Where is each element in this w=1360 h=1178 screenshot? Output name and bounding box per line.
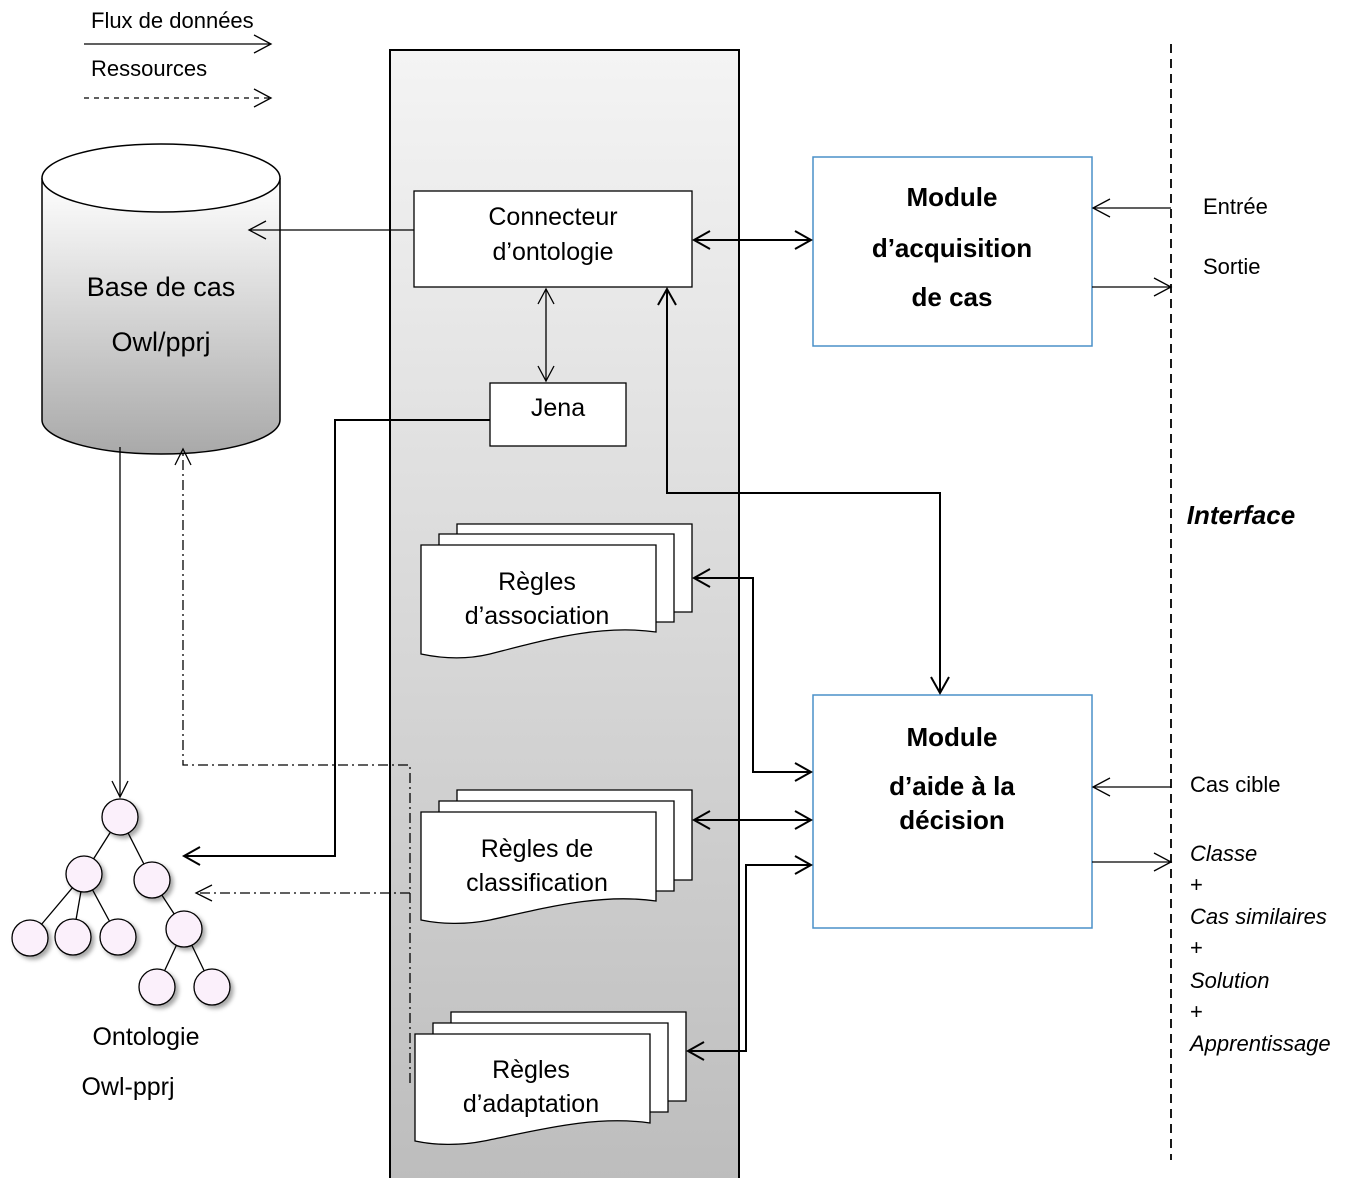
ontology-label-line2: Owl-pprj — [81, 1073, 174, 1101]
arrow-connector-jena — [537, 287, 555, 383]
arrow-association-decision — [691, 568, 814, 782]
legend-data-flow-label: Flux de données — [91, 8, 254, 33]
result-learning: Apprentissage — [1188, 1031, 1331, 1056]
tree-node — [99, 918, 137, 956]
arrow-input-to-acquisition — [1091, 198, 1171, 218]
legend-solid-arrow — [84, 34, 273, 54]
arrow-adaptation-decision — [685, 855, 814, 1061]
database-label-line1: Base de cas — [87, 272, 236, 302]
arrow-classification-decision — [691, 810, 814, 830]
decision-module-line1: Module — [907, 722, 998, 752]
decision-module-line2: d’aide à la — [889, 771, 1015, 801]
jena-box: Jena — [489, 382, 627, 447]
arrow-jena-to-ontology — [181, 419, 490, 866]
association-rules-line2: d’association — [465, 602, 610, 630]
output-label: Sortie — [1203, 254, 1260, 279]
database-label-line2: Owl/pprj — [111, 327, 210, 357]
result-similar-cases: Cas similaires — [1190, 904, 1327, 929]
input-label: Entrée — [1203, 194, 1268, 219]
adaptation-rules-document: Règles d’adaptation — [414, 1011, 687, 1146]
arrow-connector-acquisition — [691, 230, 814, 250]
association-rules-line1: Règles — [498, 568, 576, 596]
connector-label-line2: d’ontologie — [493, 238, 614, 266]
result-plus-3: + — [1190, 999, 1203, 1024]
adaptation-rules-line2: d’adaptation — [463, 1090, 599, 1118]
decision-results-list: Classe + Cas similaires + Solution + App… — [1188, 841, 1331, 1056]
result-plus-1: + — [1190, 872, 1203, 897]
tree-node — [65, 855, 103, 893]
resource-arrow-to-ontology — [194, 884, 410, 902]
tree-node — [11, 919, 49, 957]
target-case-label: Cas cible — [1190, 772, 1280, 797]
arrow-decision-to-results — [1092, 852, 1173, 872]
decision-support-module: Module d’aide à la décision — [812, 694, 1093, 929]
classification-rules-line2: classification — [466, 869, 608, 897]
resource-arrow-to-database — [174, 447, 411, 1083]
classification-rules-line1: Règles de — [481, 835, 594, 863]
acquisition-module-line1: Module — [907, 182, 998, 212]
result-solution: Solution — [1190, 968, 1270, 993]
jena-label: Jena — [531, 394, 585, 422]
decision-module-line3: décision — [899, 805, 1004, 835]
legend: Flux de données Ressources — [84, 8, 273, 108]
arrow-connector-decision — [657, 286, 950, 696]
acquisition-module-line3: de cas — [912, 282, 993, 312]
tree-node — [54, 918, 92, 956]
ontology-tree — [11, 798, 231, 1006]
result-plus-2: + — [1190, 935, 1203, 960]
classification-rules-document: Règles de classification — [420, 789, 693, 925]
tree-node — [193, 968, 231, 1006]
arrow-target-case-to-decision — [1091, 777, 1171, 797]
legend-dashed-arrow — [84, 88, 273, 108]
interface-label: Interface — [1187, 500, 1295, 530]
tree-node — [101, 798, 139, 836]
arrow-connector-to-database — [247, 220, 414, 240]
arrow-acquisition-to-output — [1092, 277, 1173, 297]
adaptation-rules-line1: Règles — [492, 1056, 570, 1084]
acquisition-module-line2: d’acquisition — [872, 233, 1032, 263]
ontology-label-line1: Ontologie — [92, 1023, 199, 1051]
connector-label-line1: Connecteur — [488, 203, 617, 231]
tree-node — [165, 910, 203, 948]
tree-node — [138, 968, 176, 1006]
arrow-database-to-ontology — [111, 447, 129, 799]
result-class: Classe — [1190, 841, 1257, 866]
ontology-connector: Connecteur d’ontologie — [413, 190, 693, 288]
acquisition-module: Module d’acquisition de cas — [812, 156, 1093, 347]
legend-resources-label: Ressources — [91, 56, 207, 81]
case-base-database: Base de cas Owl/pprj — [41, 143, 281, 455]
association-rules-document: Règles d’association — [420, 523, 693, 659]
tree-node — [133, 861, 171, 899]
